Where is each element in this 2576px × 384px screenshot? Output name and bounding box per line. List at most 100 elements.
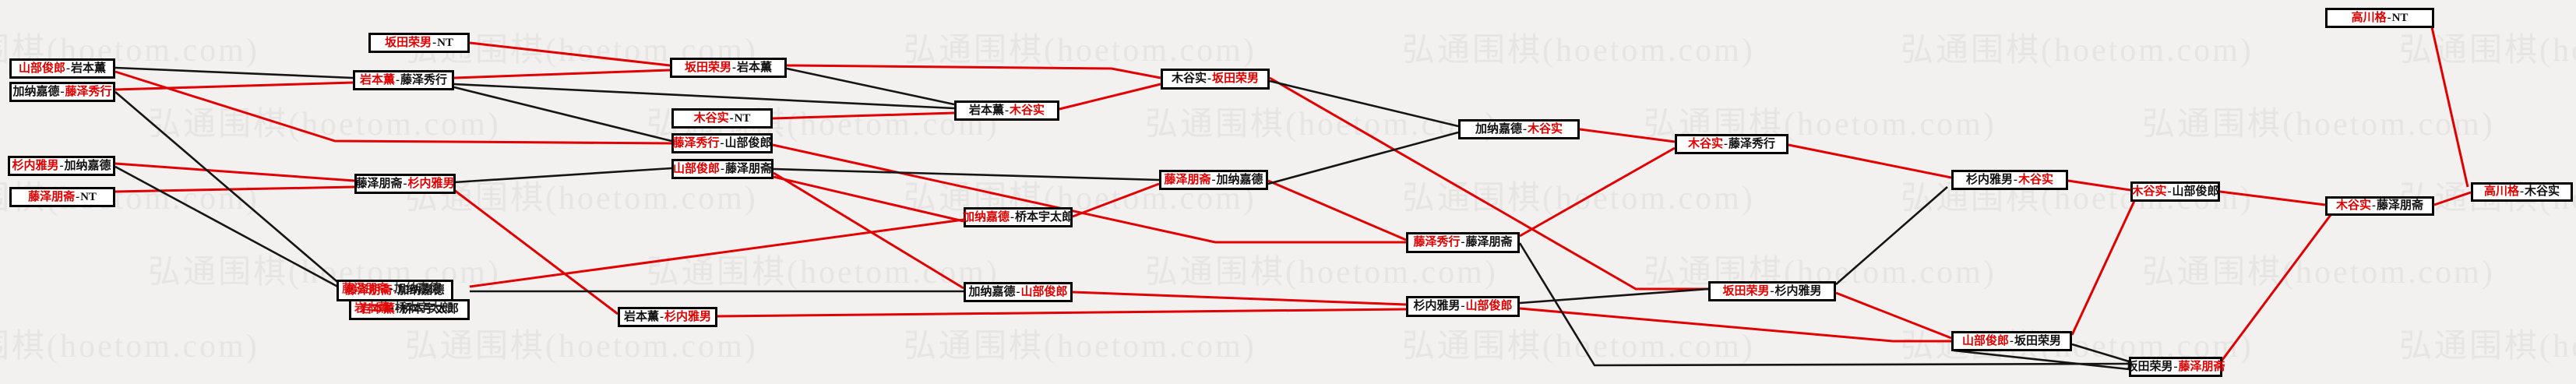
match-box: 坂田荣男-NT xyxy=(368,33,470,53)
player-name-right: NT xyxy=(2391,11,2409,24)
player-name-left: 藤泽朋斋 xyxy=(28,190,76,203)
vs-dash: - xyxy=(66,62,70,75)
match-connection-line xyxy=(2067,179,2131,192)
player-name-left: 杉内雅男 xyxy=(12,159,59,172)
player-name-right: 木谷实 xyxy=(1528,122,1563,136)
player-name-left: 加纳嘉德 xyxy=(968,285,1016,298)
player-name-right: 藤泽朋斋 xyxy=(725,162,773,175)
match-connection-line xyxy=(773,175,964,223)
player-name-left: 藤泽朋斋 xyxy=(342,283,389,295)
match-connection-line xyxy=(1835,186,1948,285)
vs-dash: - xyxy=(60,85,65,98)
vs-dash: - xyxy=(389,283,394,295)
match-connection-line xyxy=(2219,190,2326,206)
player-name-right: 藤泽秀行 xyxy=(1728,137,1776,150)
match-connection-line xyxy=(115,162,355,182)
match-connection-line xyxy=(115,66,354,79)
match-connection-line xyxy=(773,167,1160,181)
match-box: 山部俊郎-藤泽朋斋 xyxy=(671,159,774,179)
match-box: 杉内雅男-木谷实 xyxy=(1951,170,2068,190)
vs-dash: - xyxy=(1211,173,1216,186)
match-connection-line xyxy=(1953,349,2130,371)
player-name-right: 木谷实 xyxy=(2018,173,2054,186)
match-connection-line xyxy=(115,165,344,291)
player-name-right: 木谷实 xyxy=(2525,185,2560,198)
vs-dash: - xyxy=(1770,284,1774,298)
player-name-left: 山部俊郎 xyxy=(18,62,65,75)
match-connection-line xyxy=(2071,343,2130,363)
player-name-right: 藤泽秀行 xyxy=(65,85,112,98)
match-box: 藤泽朋斋-NT xyxy=(9,187,115,207)
player-name-left: 坂田荣男 xyxy=(385,36,432,49)
player-name-right: 岩本薫 xyxy=(737,61,773,74)
match-connection-line xyxy=(1518,242,2130,367)
player-name-left: 岩本薫 xyxy=(968,104,1004,117)
match-box: 加纳嘉德-山部俊郎 xyxy=(964,282,1073,302)
player-name-right: NT xyxy=(734,111,751,125)
match-box-overlapped: 藤泽朋斋-加纳嘉德藤泽朋斋-加纳嘉德 xyxy=(337,280,453,301)
match-box: 杉内雅男-山部俊郎 xyxy=(1406,296,1520,317)
player-name-left: 木谷实 xyxy=(1687,137,1723,150)
match-box: 藤泽朋斋-加纳嘉德 xyxy=(1159,170,1268,190)
player-name-right: 桥本宇太郎 xyxy=(400,303,460,315)
match-box: 藤泽朋斋-杉内雅男 xyxy=(354,174,456,194)
player-name-right: 木谷实 xyxy=(1010,104,1045,117)
match-connection-line xyxy=(1579,128,1676,143)
match-connection-line xyxy=(115,81,354,91)
player-name-right: 藤泽朋斋 xyxy=(1465,236,1513,248)
match-connection-line xyxy=(1519,307,1951,343)
match-box: 木谷实-山部俊郎 xyxy=(2130,181,2220,202)
player-name-left: 山部俊郎 xyxy=(1961,334,2009,347)
player-name-right: NT xyxy=(80,190,97,203)
match-connection-line xyxy=(2218,214,2332,364)
player-name-right: 藤泽朋斋 xyxy=(2377,199,2424,212)
match-box: 坂田荣男-杉内雅男 xyxy=(1708,281,1836,301)
match-box: 加纳嘉德-藤泽秀行 xyxy=(9,82,115,102)
player-name-left: 高川格 xyxy=(2483,185,2519,198)
vs-dash: - xyxy=(2010,334,2014,347)
match-box: 木谷实-坂田荣男 xyxy=(1161,69,1270,90)
player-name-left: 山部俊郎 xyxy=(672,162,720,175)
match-box: 加纳嘉德-木谷实 xyxy=(1458,119,1580,139)
match-connection-line xyxy=(772,143,1406,244)
match-connection-line xyxy=(773,171,964,290)
match-box: 岩本薫-藤泽秀行 xyxy=(353,70,454,90)
match-box: 高川格-木谷实 xyxy=(2471,182,2573,202)
vs-dash: - xyxy=(1461,236,1465,248)
match-box: 杉内雅男-加纳嘉德 xyxy=(8,156,115,176)
vs-dash: - xyxy=(76,190,80,203)
match-connection-line xyxy=(1788,143,1952,179)
match-connection-line xyxy=(115,70,672,145)
match-connection-line xyxy=(1267,179,1407,241)
player-name-left: 杉内雅男 xyxy=(1413,300,1461,312)
match-box: 岩本薫-木谷实 xyxy=(954,100,1059,121)
match-connection-line xyxy=(453,167,672,184)
match-box: 加纳嘉德-桥本宇太郎 xyxy=(963,207,1074,227)
vs-dash: - xyxy=(2387,11,2391,24)
player-name-left: 木谷实 xyxy=(1171,72,1207,85)
player-name-right: 岩本薫 xyxy=(71,62,107,75)
match-connection-line xyxy=(1269,79,1459,128)
vs-dash: - xyxy=(2372,199,2376,212)
match-connection-line xyxy=(453,83,955,110)
player-name-left: 木谷实 xyxy=(2131,185,2167,198)
player-name-right: 桥本宇太郎 xyxy=(1015,210,1074,224)
match-connection-line xyxy=(1072,182,1160,218)
player-name-left: 高川格 xyxy=(2351,11,2387,24)
match-connection-line xyxy=(1519,287,1709,305)
player-name-right: 藤泽朋斋 xyxy=(2178,360,2225,373)
player-name-left: 藤泽朋斋 xyxy=(355,177,403,190)
player-name-right: 加纳嘉德 xyxy=(394,283,442,295)
player-name-right: 藤泽秀行 xyxy=(400,73,448,86)
vs-dash: - xyxy=(59,159,64,172)
match-box: 藤泽秀行-山部俊郎 xyxy=(671,133,773,153)
player-name-right: 加纳嘉德 xyxy=(64,159,111,172)
vs-dash: - xyxy=(1010,210,1014,224)
match-connection-line xyxy=(2433,191,2472,206)
match-connection-line xyxy=(772,111,955,120)
match-connection-line xyxy=(469,41,671,67)
player-name-right: 加纳嘉德 xyxy=(397,284,445,297)
